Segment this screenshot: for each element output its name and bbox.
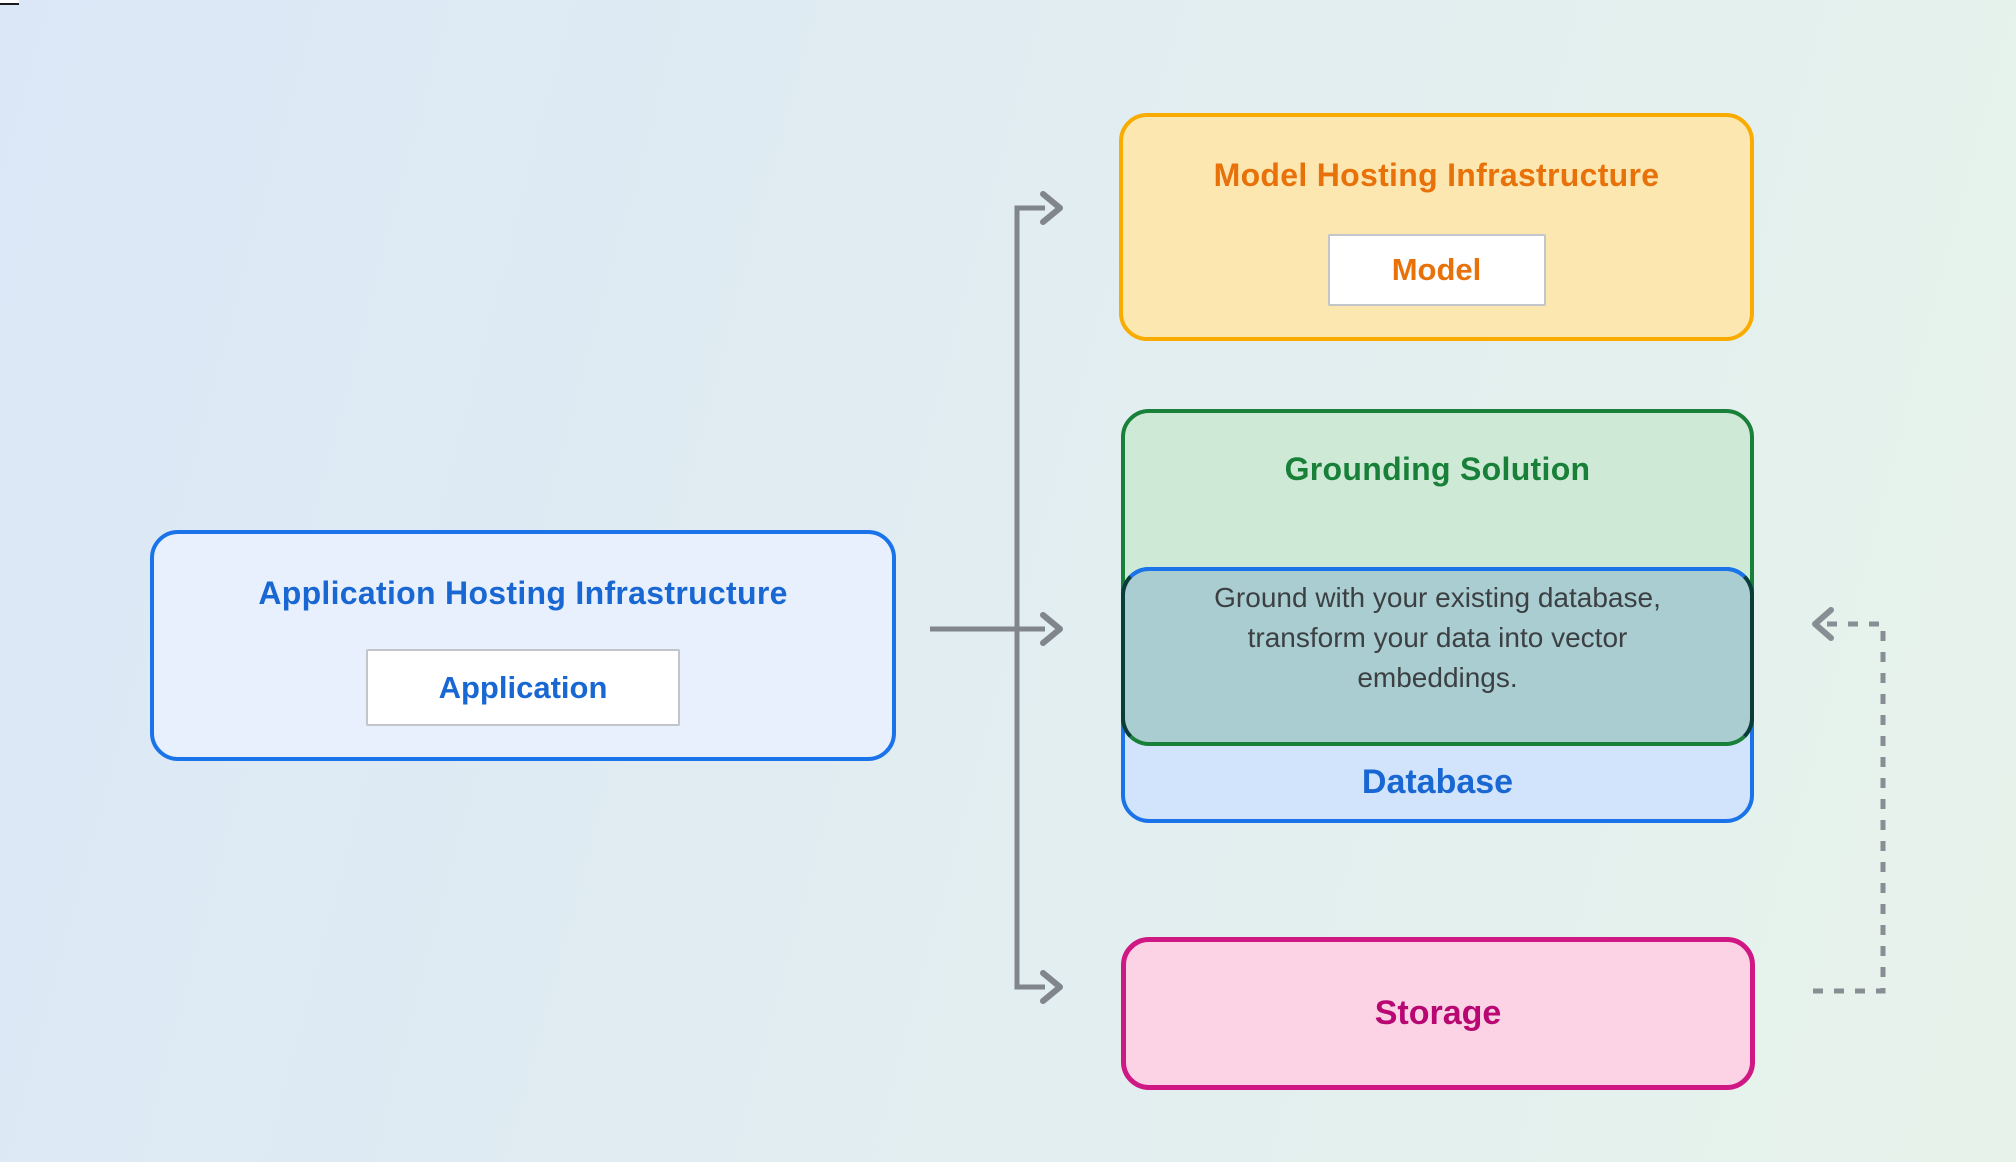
corner-white-sliver [0, 0, 19, 3]
arrowhead-to-grounding-icon [1040, 612, 1063, 646]
grounding-solution-title: Grounding Solution [1284, 451, 1591, 487]
storage-label: Storage [1374, 994, 1502, 1032]
dashed-arrowhead-icon [1812, 607, 1834, 641]
grounding-database-overlap: Ground with your existing database, tran… [1121, 567, 1754, 746]
application-hosting-title: Application Hosting Infrastructure [258, 575, 788, 611]
arrow-trunk-line [1014, 205, 1045, 990]
storage-box: Storage [1121, 937, 1755, 1090]
model-hosting-title: Model Hosting Infrastructure [1213, 157, 1660, 193]
corner-dark-sliver [0, 3, 19, 5]
arrowhead-to-model-icon [1040, 191, 1063, 225]
application-chip-label: Application [438, 669, 608, 705]
grounding-description: Ground with your existing database, tran… [1214, 582, 1661, 693]
dashed-feedback-line [1813, 621, 1886, 994]
database-label: Database [1361, 763, 1514, 801]
application-hosting-box: Application Hosting Infrastructure Appli… [150, 530, 896, 761]
screenshot-corner-artifact [0, 0, 19, 6]
model-chip: Model [1327, 234, 1546, 306]
model-hosting-box: Model Hosting Infrastructure Model [1119, 113, 1754, 341]
model-chip-label: Model [1391, 252, 1482, 287]
application-chip: Application [366, 649, 680, 726]
arrowhead-to-storage-icon [1040, 970, 1063, 1004]
